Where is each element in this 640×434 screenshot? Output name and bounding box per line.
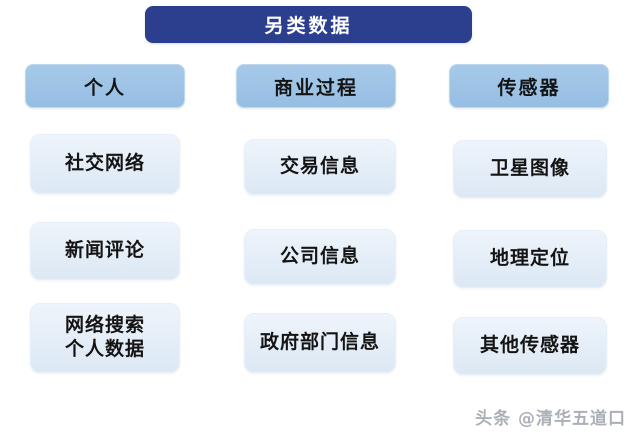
category-label-personal: 个人 <box>83 76 126 99</box>
diagram-title-box: 另类数据 <box>145 6 472 43</box>
item-box-transaction-info: 交易信息 <box>244 139 396 195</box>
item-label: 政府部门信息 <box>259 331 380 354</box>
item-label: 公司信息 <box>279 245 360 268</box>
category-box-personal: 个人 <box>25 64 185 108</box>
item-label: 其他传感器 <box>479 334 580 357</box>
item-box-company-info: 公司信息 <box>244 229 396 285</box>
category-box-business-process: 商业过程 <box>236 64 396 108</box>
item-box-government-info: 政府部门信息 <box>244 313 396 373</box>
item-label: 新闻评论 <box>64 239 145 262</box>
item-box-news-comments: 新闻评论 <box>30 222 180 280</box>
item-box-social-network: 社交网络 <box>30 134 180 194</box>
item-label: 地理定位 <box>489 247 570 270</box>
item-box-other-sensors: 其他传感器 <box>453 317 607 375</box>
watermark-toutiao-tsinghua-wudaokou: 头条 @清华五道口 <box>475 409 626 429</box>
item-label: 社交网络 <box>64 152 145 175</box>
diagram-title-label: 另类数据 <box>264 15 353 37</box>
category-label-sensors: 传感器 <box>497 76 561 99</box>
item-box-satellite-imagery: 卫星图像 <box>453 140 607 198</box>
item-box-web-search-personal-data: 网络搜索 个人数据 <box>30 303 180 373</box>
item-label: 卫星图像 <box>489 157 570 180</box>
category-box-sensors: 传感器 <box>449 64 609 108</box>
item-box-geolocation: 地理定位 <box>453 230 607 288</box>
item-label: 交易信息 <box>279 155 360 178</box>
item-label: 网络搜索 个人数据 <box>64 314 145 360</box>
category-label-business-process: 商业过程 <box>273 76 358 99</box>
